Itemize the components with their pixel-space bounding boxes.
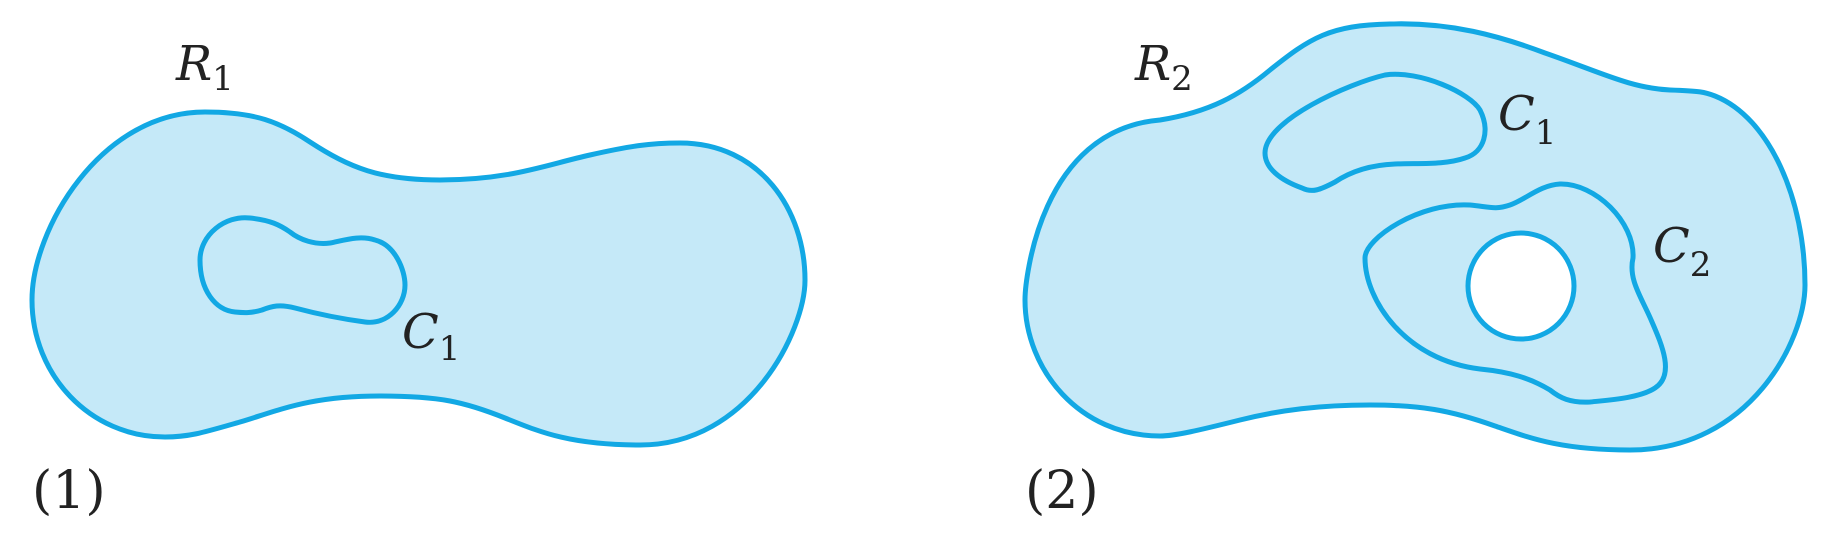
region-r1-shape	[29, 109, 808, 448]
panel-2: R2 C1 C2 (2)	[1022, 21, 1808, 521]
panel-1-caption: (1)	[32, 461, 106, 521]
curve-c1-shape	[197, 215, 408, 325]
curve-c1-label: C1	[402, 304, 460, 369]
curve-c1-shape	[1262, 71, 1488, 193]
panel-2-caption: (2)	[1025, 461, 1099, 521]
curve-c2-shape	[1362, 181, 1668, 405]
hole-circle	[1465, 230, 1577, 342]
region-r2-shape	[1022, 21, 1808, 453]
region-r2-label: R2	[1134, 36, 1193, 99]
region-r1-label: R1	[175, 36, 234, 99]
panel-1: R1 C1 (1)	[29, 36, 808, 521]
curve-c2-label: C2	[1653, 218, 1711, 285]
curve-c1-label: C1	[1498, 86, 1556, 153]
